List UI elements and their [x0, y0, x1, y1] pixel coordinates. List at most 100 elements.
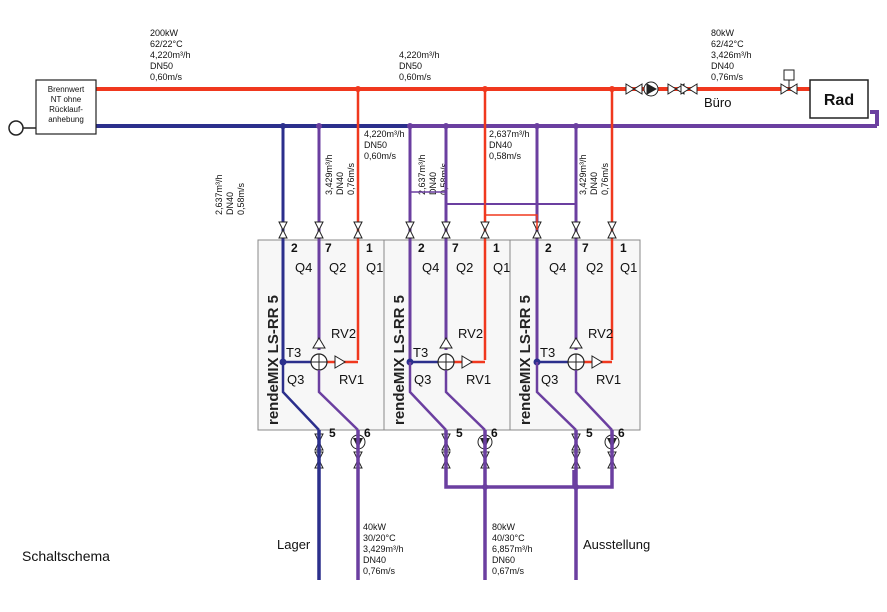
ann-mid-1: 4,220m³/h [399, 50, 440, 60]
boiler-line-2: NT ohne [51, 95, 82, 104]
ann-rad-4: DN40 [711, 61, 734, 71]
ann-ausst-1: 80kW [492, 522, 516, 532]
ann-mid-2: DN50 [399, 61, 422, 71]
module-1-q1: Q1 [366, 260, 383, 275]
module-2-q4: Q4 [422, 260, 439, 275]
boiler-line-3: Rücklauf- [49, 105, 83, 114]
caption: Schaltschema [22, 548, 110, 564]
ann-main-1: 200kW [150, 28, 179, 38]
annotation-vert-left: 2,637m³/h DN40 0,58m/s [214, 174, 246, 215]
module-2-port-1: 1 [493, 241, 500, 255]
ann-rad-3: 3,426m³/h [711, 50, 752, 60]
ann-ret-a-3: 0,60m/s [364, 151, 397, 161]
module-1-port-2: 2 [291, 241, 298, 255]
annotation-ausst-out: 80kW 40/30°C 6,857m³/h DN60 0,67m/s [492, 522, 533, 576]
module-3-port-5: 5 [586, 426, 593, 440]
vert-m3-3: 0,76m/s [600, 162, 610, 195]
annotation-vert-m2: 2,637m³/h DN40 0,58m/s [417, 154, 449, 195]
module-3-port-6: 6 [618, 426, 625, 440]
module-3-brand: rendeMIX LS-RR 5 [517, 295, 534, 425]
ann-lager-1: 40kW [363, 522, 387, 532]
module-1-port-6: 6 [364, 426, 371, 440]
lager-circuit-pipes [317, 430, 360, 580]
junction-dots [482, 484, 579, 490]
vert-m1-3: 0,76m/s [346, 162, 356, 195]
module-2-t3: T3 [413, 345, 428, 360]
module-1-port-5: 5 [329, 426, 336, 440]
module-1-t3: T3 [286, 345, 301, 360]
vert-left-3: 0,58m/s [236, 182, 246, 215]
ann-main-4: DN50 [150, 61, 173, 71]
vert-m3-1: 3,429m³/h [578, 154, 588, 195]
ann-main-3: 4,220m³/h [150, 50, 191, 60]
vert-m2-3: 0,58m/s [439, 162, 449, 195]
ausstellung-circuit-pipes [444, 430, 614, 580]
ann-ret-b-1: 2,637m³/h [489, 129, 530, 139]
module-1-port-7: 7 [325, 241, 332, 255]
module-3-q2: Q2 [586, 260, 603, 275]
annotation-lager-out: 40kW 30/20°C 3,429m³/h DN40 0,76m/s [363, 522, 404, 576]
boiler: Brennwert NT ohne Rücklauf- anhebung [35, 79, 97, 135]
module-3-t3: T3 [540, 345, 555, 360]
module-3-port-1: 1 [620, 241, 627, 255]
ausstellung-label: Ausstellung [583, 537, 650, 552]
ann-main-2: 62/22°C [150, 39, 183, 49]
module-1-rv2: RV2 [331, 326, 356, 341]
buero-label: Büro [704, 95, 731, 110]
module-3-q4: Q4 [549, 260, 566, 275]
module-3-rv2: RV2 [588, 326, 613, 341]
module-3-port-7: 7 [582, 241, 589, 255]
vert-m1-2: DN40 [335, 172, 345, 195]
ann-ausst-4: DN60 [492, 555, 515, 565]
boiler-line-4: anhebung [48, 115, 84, 124]
module-2-q3: Q3 [414, 372, 431, 387]
radiator-pump-group [625, 81, 698, 97]
radiator-label: Rad [824, 92, 854, 109]
annotation-vert-m3: 3,429m³/h DN40 0,76m/s [578, 154, 610, 195]
ann-main-5: 0,60m/s [150, 72, 183, 82]
module-3-q3: Q3 [541, 372, 558, 387]
module-2-rv2: RV2 [458, 326, 483, 341]
module-2-q2: Q2 [456, 260, 473, 275]
module-3-rv1: RV1 [596, 372, 621, 387]
ann-mid-3: 0,60m/s [399, 72, 432, 82]
module-2-q1: Q1 [493, 260, 510, 275]
ann-ausst-5: 0,67m/s [492, 566, 525, 576]
module-3-port-2: 2 [545, 241, 552, 255]
module-2-port-2: 2 [418, 241, 425, 255]
annotation-main: 200kW 62/22°C 4,220m³/h DN50 0,60m/s [150, 28, 191, 82]
main-return-pipe [36, 110, 879, 128]
ann-lager-4: DN40 [363, 555, 386, 565]
ann-lager-5: 0,76m/s [363, 566, 396, 576]
ann-lager-2: 30/20°C [363, 533, 396, 543]
vert-m2-2: DN40 [428, 172, 438, 195]
ann-ret-b-2: DN40 [489, 140, 512, 150]
ann-rad-1: 80kW [711, 28, 735, 38]
ann-ret-a-1: 4,220m³/h [364, 129, 405, 139]
vert-left-1: 2,637m³/h [214, 174, 224, 215]
module-2-brand: rendeMIX LS-RR 5 [391, 295, 408, 425]
radiator-box: Rad [809, 79, 869, 119]
vert-m1-1: 3,429m³/h [324, 154, 334, 195]
vert-m3-2: DN40 [589, 172, 599, 195]
annotation-return-b: 2,637m³/h DN40 0,58m/s [489, 129, 530, 161]
vert-m2-1: 2,637m³/h [417, 154, 427, 195]
ann-rad-5: 0,76m/s [711, 72, 744, 82]
ann-ret-a-2: DN50 [364, 140, 387, 150]
ann-ret-b-3: 0,58m/s [489, 151, 522, 161]
ann-rad-2: 62/42°C [711, 39, 744, 49]
ann-ausst-3: 6,857m³/h [492, 544, 533, 554]
ann-lager-3: 3,429m³/h [363, 544, 404, 554]
vert-left-2: DN40 [225, 192, 235, 215]
module-1-q4: Q4 [295, 260, 312, 275]
lager-label: Lager [277, 537, 311, 552]
cross-connection-pipes [409, 89, 577, 230]
radiator-control-valve [780, 69, 798, 95]
module-2-rv1: RV1 [466, 372, 491, 387]
annotation-vert-m1: 3,429m³/h DN40 0,76m/s [324, 154, 356, 195]
